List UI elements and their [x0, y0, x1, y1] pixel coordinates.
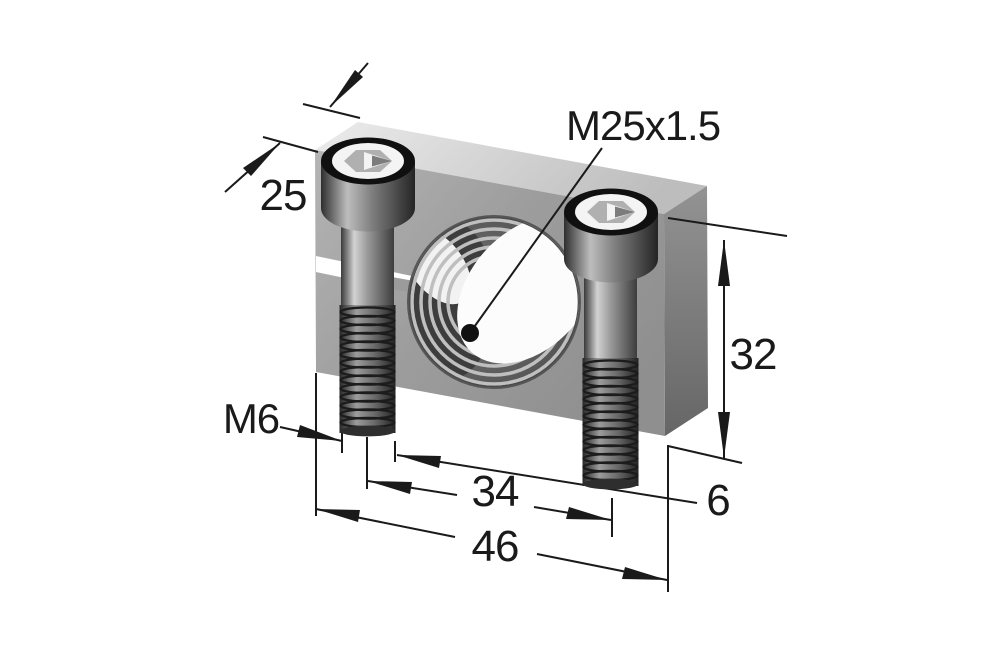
arrowhead	[622, 567, 667, 580]
dim-bolt-spacing-label: 34	[472, 467, 519, 516]
arrowhead	[566, 507, 611, 520]
screw-thread-label: M6	[223, 395, 279, 442]
dimension-bolt-spacing-34: 34	[366, 437, 613, 537]
dim-height-label: 32	[730, 330, 777, 379]
dim-protrusion-label: 6	[706, 476, 729, 525]
dimension-height-32: 32	[667, 217, 788, 464]
dim-overall-width-label: 46	[472, 522, 519, 571]
label-hole-thread-m25: M25x1.5	[461, 102, 721, 342]
dimension-depth-25: 25	[224, 62, 369, 220]
arrowhead	[243, 143, 280, 176]
right-screw	[564, 188, 658, 490]
label-screw-thread-m6: M6	[223, 395, 343, 453]
dimension-protrusion-6: 6	[394, 441, 731, 525]
arrowhead	[297, 425, 342, 441]
clamp-block-right-face	[664, 186, 708, 436]
left-screw	[321, 137, 415, 437]
dimension-overall-width-46: 46	[315, 373, 669, 592]
hole-thread-label: M25x1.5	[566, 102, 720, 149]
arrowhead	[368, 481, 412, 494]
left-screw-tip	[340, 425, 395, 437]
arrowhead	[718, 240, 730, 286]
leader-dot	[461, 324, 479, 342]
arrowhead	[330, 70, 363, 107]
arrowhead	[718, 412, 730, 458]
right-screw-tip	[583, 478, 638, 490]
arrowhead	[397, 455, 441, 468]
dim-depth-label: 25	[260, 171, 307, 220]
threaded-hole	[407, 215, 581, 389]
arrowhead	[316, 509, 360, 522]
